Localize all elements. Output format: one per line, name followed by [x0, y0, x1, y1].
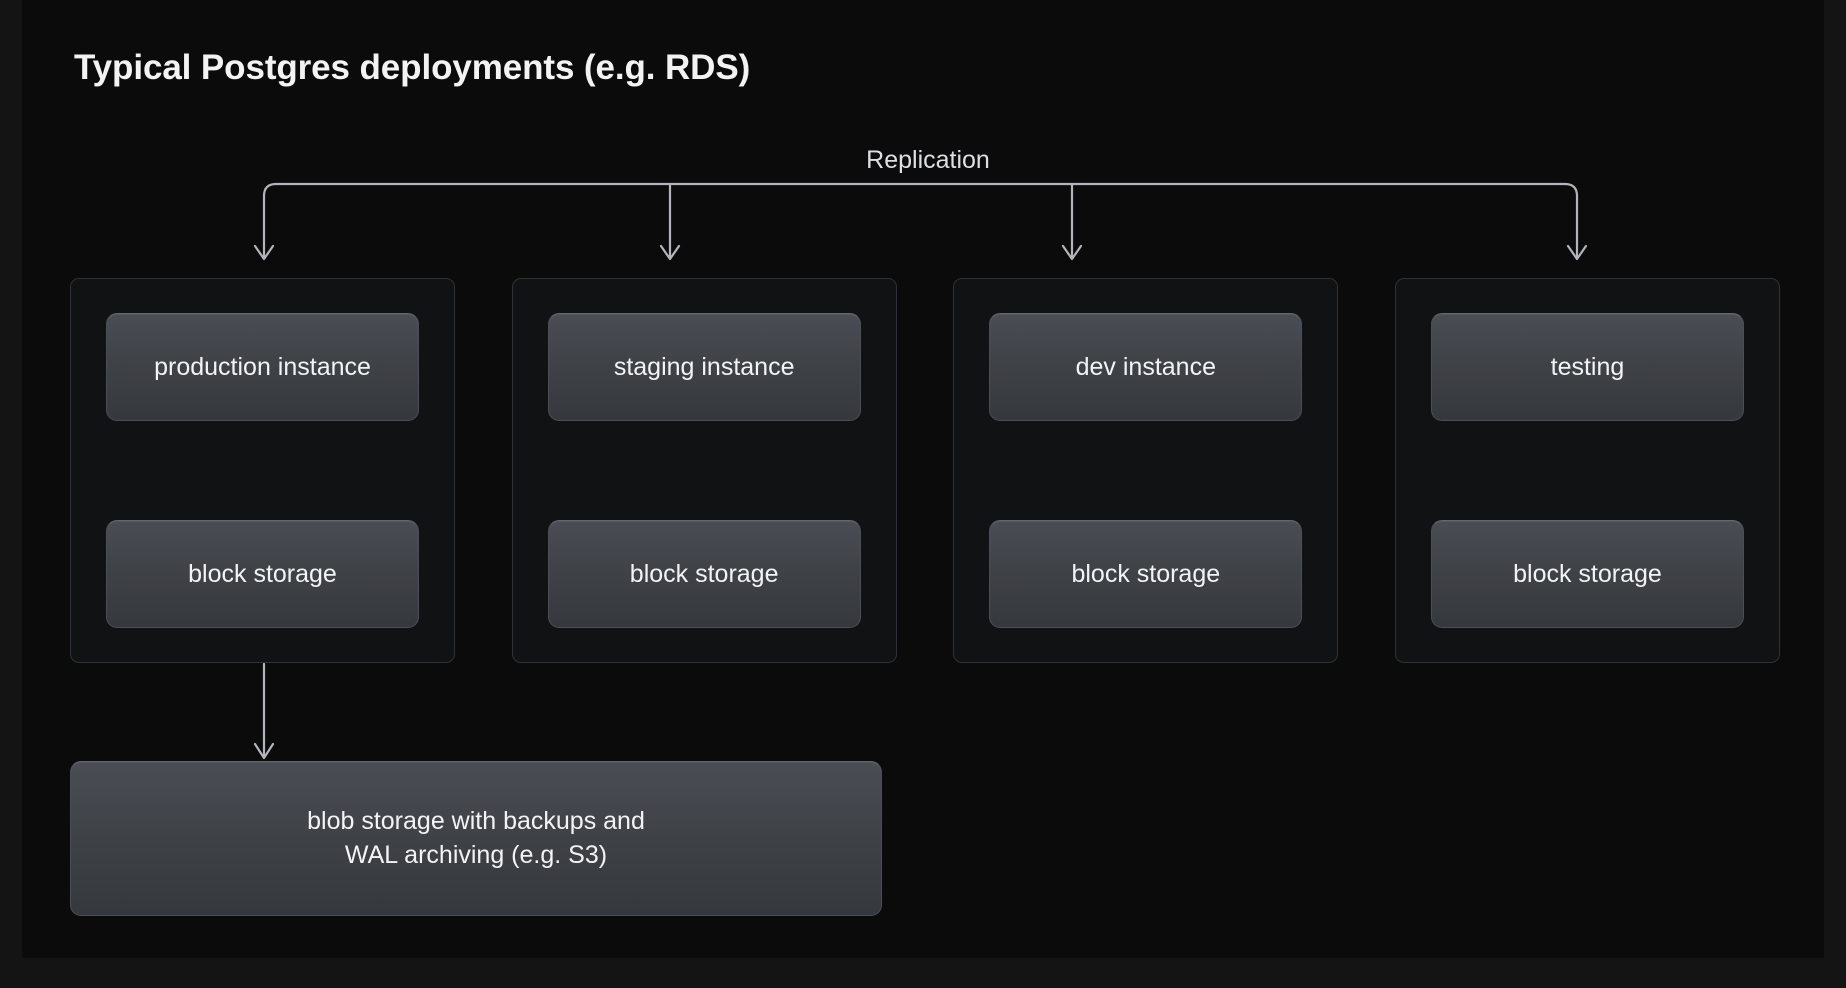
- panel-production[interactable]: production instance block storage: [70, 278, 455, 663]
- replication-arrowhead-4: [1566, 244, 1588, 261]
- page-title: Typical Postgres deployments (e.g. RDS): [74, 48, 751, 87]
- node-dev-instance[interactable]: dev instance: [989, 313, 1303, 421]
- panel-dev[interactable]: dev instance block storage: [953, 278, 1339, 663]
- slide-canvas: Typical Postgres deployments (e.g. RDS) …: [22, 0, 1824, 958]
- node-production-block-storage[interactable]: block storage: [106, 520, 419, 628]
- node-blob-storage[interactable]: blob storage with backups and WAL archiv…: [70, 761, 882, 916]
- replication-bus-line: [262, 182, 1579, 258]
- replication-arrowhead-3: [1061, 244, 1083, 261]
- replication-arrowhead-2: [659, 244, 681, 261]
- replication-label: Replication: [866, 146, 990, 174]
- node-production-instance[interactable]: production instance: [106, 313, 419, 421]
- panel-staging[interactable]: staging instance block storage: [511, 278, 897, 663]
- environment-panels: production instance block storage stagin…: [70, 278, 1780, 663]
- replication-arrowhead-1: [253, 244, 275, 261]
- node-testing-block-storage[interactable]: block storage: [1430, 520, 1744, 628]
- node-staging-instance[interactable]: staging instance: [547, 313, 861, 421]
- panel-testing[interactable]: testing block storage: [1394, 278, 1780, 663]
- node-staging-block-storage[interactable]: block storage: [547, 520, 861, 628]
- blob-storage-arrowhead: [253, 742, 275, 760]
- node-dev-block-storage[interactable]: block storage: [989, 520, 1303, 628]
- node-testing-instance[interactable]: testing: [1430, 313, 1744, 421]
